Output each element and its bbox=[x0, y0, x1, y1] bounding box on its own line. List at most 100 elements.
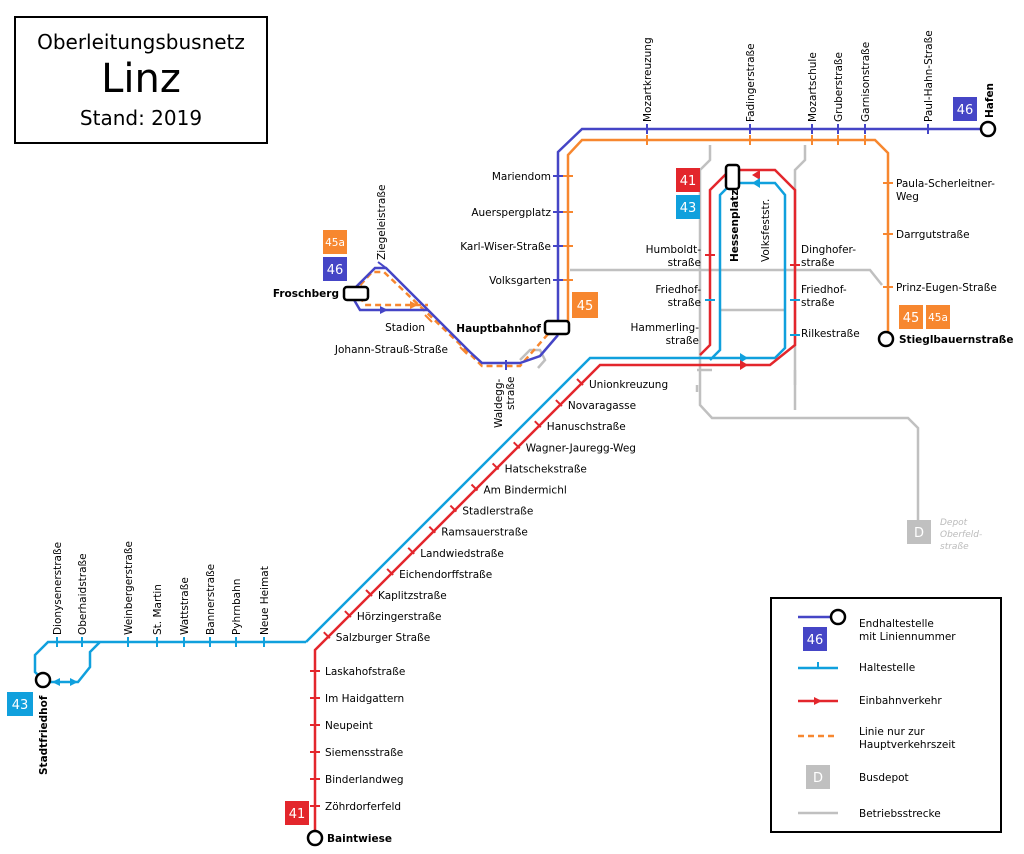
stop-darrgutstrasse: Darrgutstraße bbox=[896, 229, 970, 241]
stop-johann-strauss-strasse: Johann-Strauß-Straße bbox=[334, 344, 448, 356]
svg-text:46: 46 bbox=[327, 263, 344, 278]
south-stop-labels: Laskahofstraße Im Haidgattern Neupeint S… bbox=[325, 666, 405, 845]
stop-humboldtstrasse-1: Humboldt- bbox=[646, 244, 702, 256]
stop-neupeint: Neupeint bbox=[325, 720, 373, 732]
terminal-hafen-circle bbox=[979, 120, 997, 138]
city-name: Linz bbox=[101, 56, 181, 102]
svg-text:45: 45 bbox=[903, 311, 920, 326]
terminal-baintwiese-circle bbox=[306, 829, 324, 847]
stop-diagonal-7: Ramsauerstraße bbox=[441, 527, 527, 539]
badge-45a-stieglbauern bbox=[926, 305, 950, 329]
stop-dinghoferstrasse-1: Dinghofer- bbox=[801, 244, 856, 256]
stop-weinbergerstrasse: Weinbergerstraße bbox=[123, 541, 135, 635]
badge-46-hafen bbox=[953, 97, 977, 121]
stop-binderlandweg: Binderlandweg bbox=[325, 774, 404, 786]
stop-diagonal-10: Kaplitzstraße bbox=[378, 590, 447, 602]
terminal-hafen-label: Hafen bbox=[984, 83, 996, 118]
west-stop-labels: Dionysenerstraße Oberhaidstraße Weinberg… bbox=[38, 541, 271, 775]
stop-karl-wiser-strasse: Karl-Wiser-Straße bbox=[460, 241, 551, 253]
line-badges: 46 45a 46 45 41 43 45 45a 43 41 D bbox=[7, 97, 977, 825]
network-title: Oberleitungsbusnetz bbox=[37, 30, 245, 54]
svg-text:45: 45 bbox=[577, 299, 594, 314]
terminal-hessenplatz-box bbox=[724, 163, 741, 191]
stop-waldeggstrasse-2: straße bbox=[505, 377, 517, 410]
stop-friedhofstrasse-right-1: Friedhof- bbox=[801, 284, 847, 296]
legend-depot: Busdepot bbox=[859, 772, 909, 784]
stop-diagonal-2: Hanuschstraße bbox=[547, 421, 626, 433]
terminal-hessenplatz-label: Hessenplatz bbox=[729, 190, 741, 262]
svg-text:Oberfeld-: Oberfeld- bbox=[940, 530, 982, 540]
badge-45a-froschberg bbox=[323, 230, 347, 254]
stop-im-haidgattern: Im Haidgattern bbox=[325, 693, 404, 705]
svg-text:43: 43 bbox=[12, 698, 29, 713]
svg-text:Depot: Depot bbox=[940, 518, 968, 528]
badge-45-hauptbahnhof bbox=[572, 292, 598, 318]
terminal-stadtfriedhof-label: Stadtfriedhof bbox=[38, 695, 50, 775]
hessenplatz-labels: Hessenplatz Volksfeststr. Humboldt- stra… bbox=[630, 190, 859, 347]
legend-stop: Haltestelle bbox=[859, 662, 915, 674]
badge-43-hessenplatz bbox=[676, 195, 700, 219]
terminal-froschberg-box bbox=[342, 285, 370, 302]
stop-bannerstrasse: Bannerstraße bbox=[205, 564, 217, 635]
stop-tick-diagonal-1 bbox=[555, 399, 563, 407]
stop-tick-diagonal-11 bbox=[344, 610, 352, 618]
terminal-hauptbahnhof-box bbox=[543, 319, 571, 336]
title-box: Oberleitungsbusnetz Linz Stand: 2019 bbox=[14, 16, 268, 144]
svg-text:46: 46 bbox=[957, 103, 974, 118]
terminal-hauptbahnhof-label: Hauptbahnhof bbox=[456, 323, 541, 335]
stop-waldeggstrasse-1: Waldegg- bbox=[493, 378, 505, 428]
legend-endstop-1: Endhaltestelle bbox=[859, 618, 934, 630]
svg-text:45a: 45a bbox=[928, 312, 948, 324]
stop-tick-diagonal-5 bbox=[470, 483, 479, 492]
stop-diagonal-1: Novaragasse bbox=[568, 400, 636, 412]
terminal-froschberg-label: Froschberg bbox=[273, 288, 339, 300]
stop-diagonal-6: Stadlerstraße bbox=[462, 506, 533, 518]
stop-diagonal-5: Am Bindermichl bbox=[484, 485, 567, 497]
terminal-baintwiese-label: Baintwiese bbox=[327, 833, 392, 845]
stop-gruberstrasse: Gruberstraße bbox=[833, 52, 845, 122]
svg-text:45a: 45a bbox=[325, 237, 345, 249]
stop-prinz-eugen-strasse: Prinz-Eugen-Straße bbox=[896, 282, 997, 294]
stop-pyhrnbahn: Pyhrnbahn bbox=[231, 579, 243, 635]
stand-date: Stand: 2019 bbox=[79, 106, 203, 130]
stop-humboldtstrasse-2: straße bbox=[668, 257, 701, 269]
stop-friedhofstrasse-left-1: Friedhof- bbox=[655, 284, 701, 296]
line-41-route bbox=[313, 168, 797, 838]
stop-volksfeststr: Volksfeststr. bbox=[760, 199, 772, 262]
stop-zoehrdorferfeld: Zöhrdorferfeld bbox=[325, 801, 401, 813]
stop-dinghoferstrasse-2: straße bbox=[801, 257, 834, 269]
stop-tick-diagonal-4 bbox=[491, 462, 500, 471]
badge-depot bbox=[907, 520, 931, 544]
stop-friedhofstrasse-left-2: straße bbox=[668, 297, 701, 309]
badge-43-stadtfriedhof bbox=[7, 692, 33, 716]
svg-text:46: 46 bbox=[807, 633, 824, 648]
legend-peak-1: Linie nur zur bbox=[859, 726, 925, 738]
stop-tick-diagonal-7 bbox=[428, 525, 437, 534]
stop-mozartschule: Mozartschule bbox=[807, 52, 819, 122]
stop-diagonal-9: Eichendorffstraße bbox=[399, 569, 492, 581]
legend-service: Betriebsstrecke bbox=[859, 808, 941, 820]
legend-oneway: Einbahnverkehr bbox=[859, 695, 942, 707]
svg-text:41: 41 bbox=[289, 807, 306, 822]
stop-diagonal-3: Wagner-Jauregg-Weg bbox=[526, 442, 636, 454]
oneway-markers bbox=[52, 170, 760, 686]
stop-laskahofstrasse: Laskahofstraße bbox=[325, 666, 405, 678]
stop-auerspergplatz: Auerspergplatz bbox=[471, 207, 551, 219]
badge-41-baintwiese bbox=[285, 801, 309, 825]
stop-diagonal-12: Salzburger Straße bbox=[336, 632, 430, 644]
stop-hammerlingstrasse-2: straße bbox=[666, 335, 699, 347]
stop-rilkestrasse: Rilkestraße bbox=[801, 328, 860, 340]
stop-tick-diagonal-3 bbox=[512, 441, 521, 450]
terminals bbox=[34, 120, 997, 847]
legend-peak-2: Hauptverkehrszeit bbox=[859, 739, 955, 751]
stop-mariendom: Mariendom bbox=[492, 171, 551, 183]
stop-ticks bbox=[56, 124, 929, 807]
diagonal-stop-labels: UnionkreuzungNovaragasseHanuschstraßeWag… bbox=[336, 379, 668, 644]
svg-text:straße: straße bbox=[940, 542, 969, 552]
stop-neue-heimat: Neue Heimat bbox=[259, 566, 271, 635]
terminal-stieglbauernstrasse-circle bbox=[877, 330, 895, 348]
line-43-route bbox=[33, 181, 787, 684]
stop-diagonal-0: Unionkreuzung bbox=[589, 379, 668, 391]
stop-mozartkreuzung: Mozartkreuzung bbox=[642, 37, 654, 122]
depot-label: Depot Oberfeld- straße bbox=[940, 518, 982, 552]
